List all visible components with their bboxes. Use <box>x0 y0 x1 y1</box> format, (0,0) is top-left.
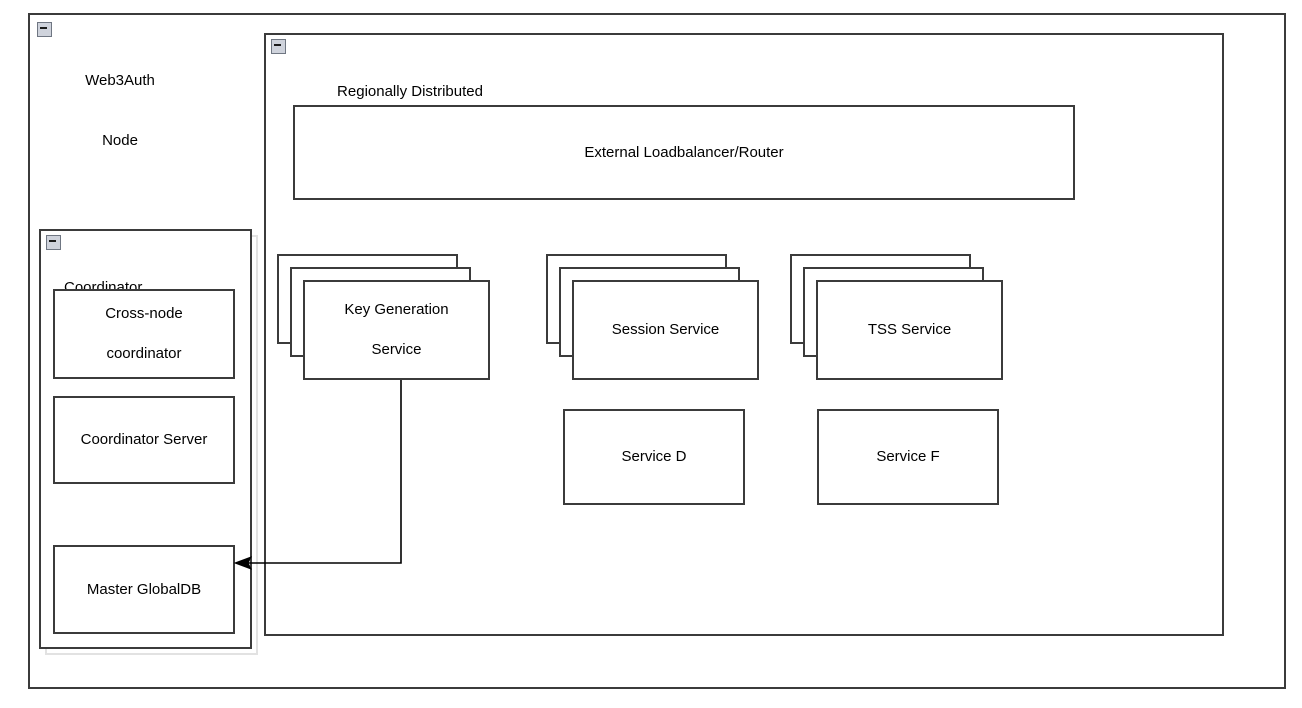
service-f-label: Service F <box>876 448 940 466</box>
minus-collapse-icon <box>46 235 61 250</box>
service-d-box[interactable]: Service D <box>563 409 745 505</box>
external-loadbalancer-router-label: External Loadbalancer/Router <box>584 143 784 161</box>
coordinator-server-box[interactable]: Coordinator Server <box>53 396 235 484</box>
cross-node-coordinator-label-line2: coordinator <box>106 344 182 362</box>
key-generation-service-label-line2: Service <box>371 340 422 358</box>
master-globaldb-label: Master GlobalDB <box>86 580 202 598</box>
service-d-label: Service D <box>621 448 687 466</box>
session-service-box[interactable]: Session Service <box>572 280 759 380</box>
web3auth-node-label-line2: Node <box>102 132 138 150</box>
minus-collapse-icon <box>37 22 52 37</box>
key-generation-service-label: Key Generation Service <box>344 300 448 360</box>
service-f-box[interactable]: Service F <box>817 409 999 505</box>
master-globaldb-box[interactable]: Master GlobalDB <box>53 545 235 634</box>
regionally-distributed-collapse-icon[interactable] <box>271 39 286 54</box>
key-generation-service-box[interactable]: Key Generation Service <box>303 280 490 380</box>
cross-node-coordinator-box[interactable]: Cross-node coordinator <box>53 289 235 379</box>
region-label-line1: Regionally Distributed <box>337 82 483 100</box>
session-service-label: Session Service <box>611 321 720 339</box>
minus-collapse-icon <box>271 39 286 54</box>
web3auth-node-label-line1: Web3Auth <box>85 71 155 89</box>
web3auth-node-collapse-icon[interactable] <box>37 22 52 37</box>
cross-node-coordinator-label-line1: Cross-node <box>105 305 183 323</box>
cross-node-coordinator-label: Cross-node coordinator <box>105 304 183 364</box>
key-generation-service-label-line1: Key Generation <box>344 301 449 319</box>
coordinator-server-label: Coordinator Server <box>80 431 208 449</box>
tss-service-box[interactable]: TSS Service <box>816 280 1003 380</box>
coordinator-collapse-icon[interactable] <box>46 235 61 250</box>
external-loadbalancer-router-box[interactable]: External Loadbalancer/Router <box>293 105 1075 200</box>
group-web3auth-node-title: Web3Auth Node <box>55 30 185 192</box>
tss-service-label: TSS Service <box>867 321 952 339</box>
